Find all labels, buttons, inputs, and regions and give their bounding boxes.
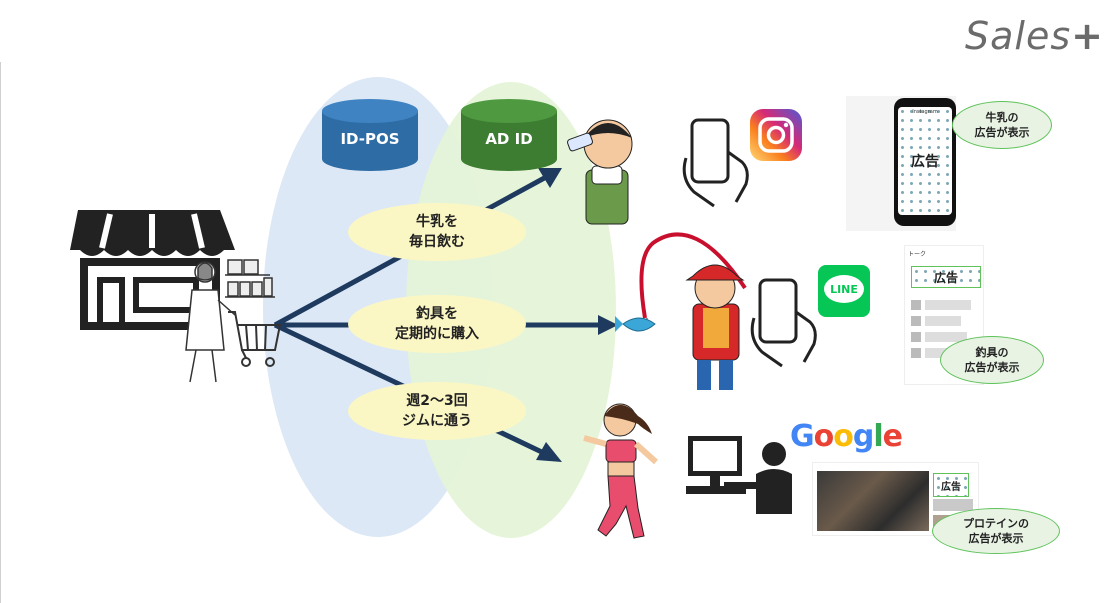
- instagram-ad-label: 広告: [911, 154, 939, 170]
- shelf-icon: [225, 259, 275, 298]
- arrow-fishing-head: [598, 315, 618, 335]
- list-item: [911, 332, 977, 342]
- pc-user-icon: [686, 436, 792, 514]
- instagram-callout: 牛乳の 広告が表示: [952, 101, 1052, 149]
- left-rule: [0, 62, 1, 603]
- line-logo-text: LINE: [824, 275, 864, 303]
- list-item: [911, 300, 977, 310]
- google-logo: Google: [790, 419, 903, 454]
- instagram-screen-title: Instagram: [912, 109, 938, 115]
- phone-in-hand-icon-2: [750, 278, 817, 368]
- google-letter: G: [790, 419, 815, 454]
- google-letter: e: [882, 419, 903, 454]
- store-shopper-illustration: [70, 210, 282, 383]
- shopper-icon: [185, 261, 236, 383]
- cart-icon: [228, 311, 282, 367]
- line-topbar: トーク: [908, 251, 927, 258]
- segment-milk: 牛乳を 毎日飲む: [348, 203, 526, 261]
- list-item: [911, 316, 977, 326]
- phone-in-hand-icon-1: [682, 118, 749, 208]
- instagram-phone-mock: Instagram 広告: [894, 98, 956, 226]
- arrow-milk-head: [538, 168, 562, 188]
- video-thumbnail: [817, 471, 929, 531]
- milk-drinker-illustration: [567, 119, 633, 225]
- instagram-icon: [750, 109, 802, 161]
- google-letter: o: [813, 419, 835, 454]
- fisherman-illustration: [615, 232, 747, 390]
- idpos-label: ID-POS: [340, 130, 400, 148]
- segment-fishing: 釣具を 定期的に購入: [348, 295, 526, 353]
- gym-runner-illustration: [583, 403, 659, 539]
- google-letter: o: [833, 419, 854, 454]
- brand-logo: Sales+: [965, 14, 1104, 58]
- idpos-database: [322, 99, 418, 171]
- google-ad-panel: 広告: [812, 462, 979, 536]
- instagram-ad-screen: Instagram 広告: [898, 107, 952, 215]
- adid-label: AD ID: [485, 130, 533, 148]
- google-ad-box: 広告: [933, 473, 969, 497]
- google-callout: プロテインの 広告が表示: [932, 508, 1060, 554]
- google-letter: l: [873, 419, 883, 454]
- brand-text: Sales: [965, 14, 1072, 58]
- segment-gym: 週2〜3回 ジムに通う: [348, 382, 526, 440]
- line-ad-box: 広告: [911, 266, 981, 288]
- line-icon: LINE: [818, 265, 870, 317]
- arrow-gym-head: [536, 442, 562, 462]
- google-letter: g: [852, 419, 875, 454]
- brand-plus: +: [1071, 14, 1104, 58]
- line-callout: 釣具の 広告が表示: [940, 336, 1044, 384]
- adid-database: [461, 99, 557, 171]
